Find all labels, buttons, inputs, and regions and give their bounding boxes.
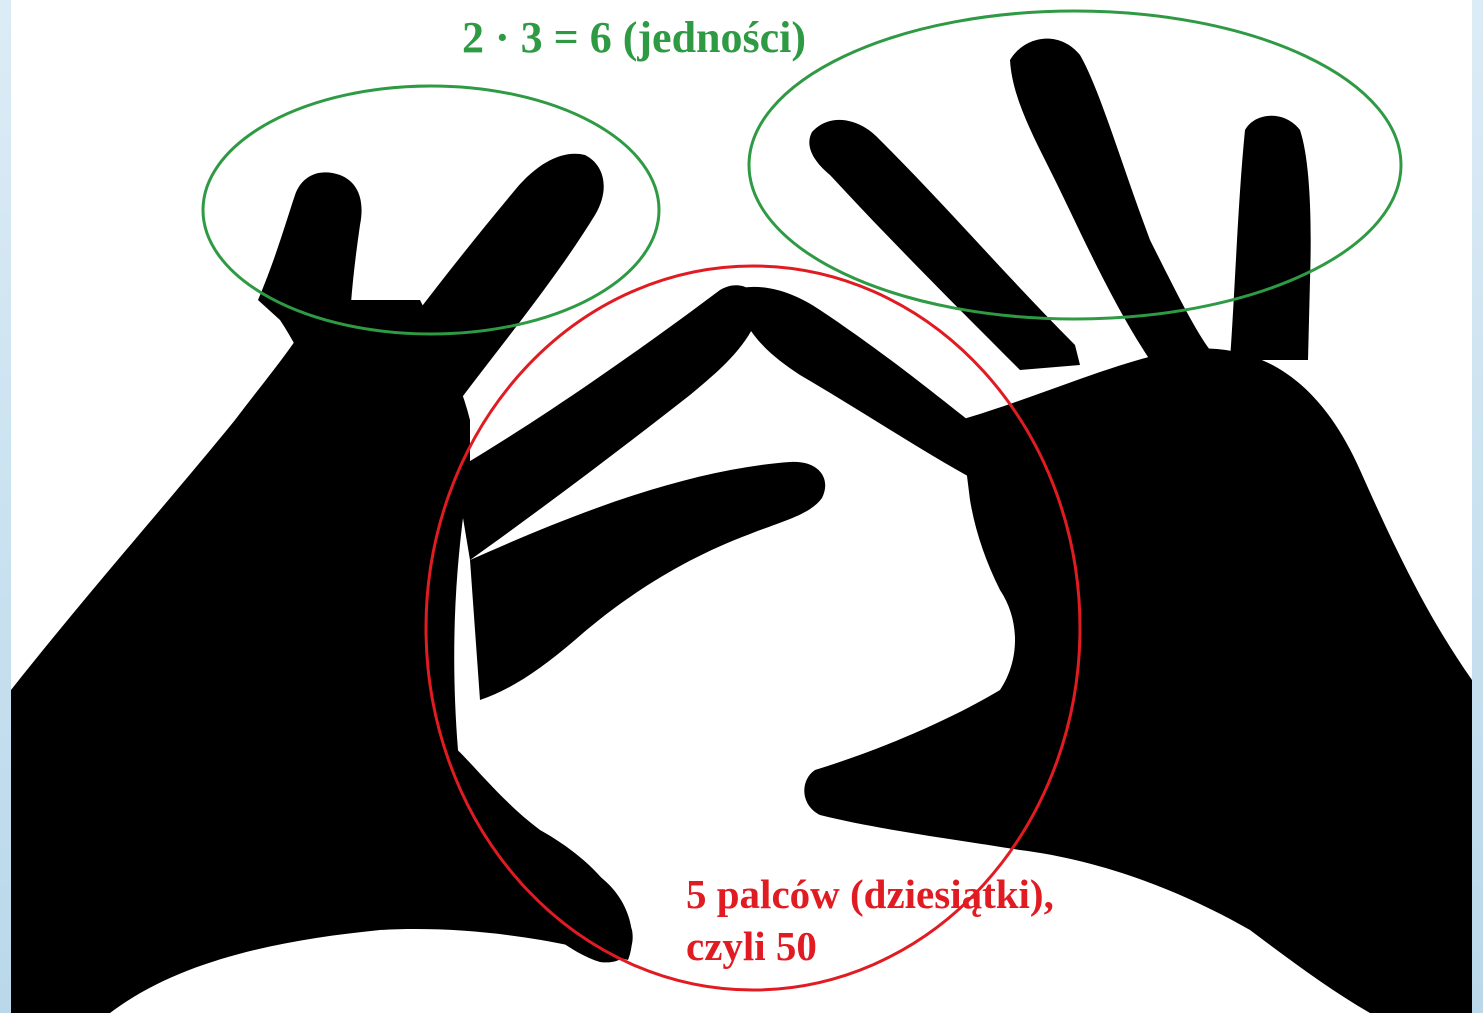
tens-label-line-1: 5 palców (dziesiątki), [686, 868, 1054, 920]
right-hand-index-finger [732, 287, 975, 480]
tens-label-line-2: czyli 50 [686, 920, 1054, 972]
units-label: 2 · 3 = 6 (jedności) [462, 10, 806, 66]
right-hand [732, 39, 1472, 1013]
tens-label: 5 palców (dziesiątki), czyli 50 [686, 868, 1054, 972]
left-hand-little-finger [340, 154, 604, 433]
right-hand-little-finger [1230, 116, 1311, 360]
